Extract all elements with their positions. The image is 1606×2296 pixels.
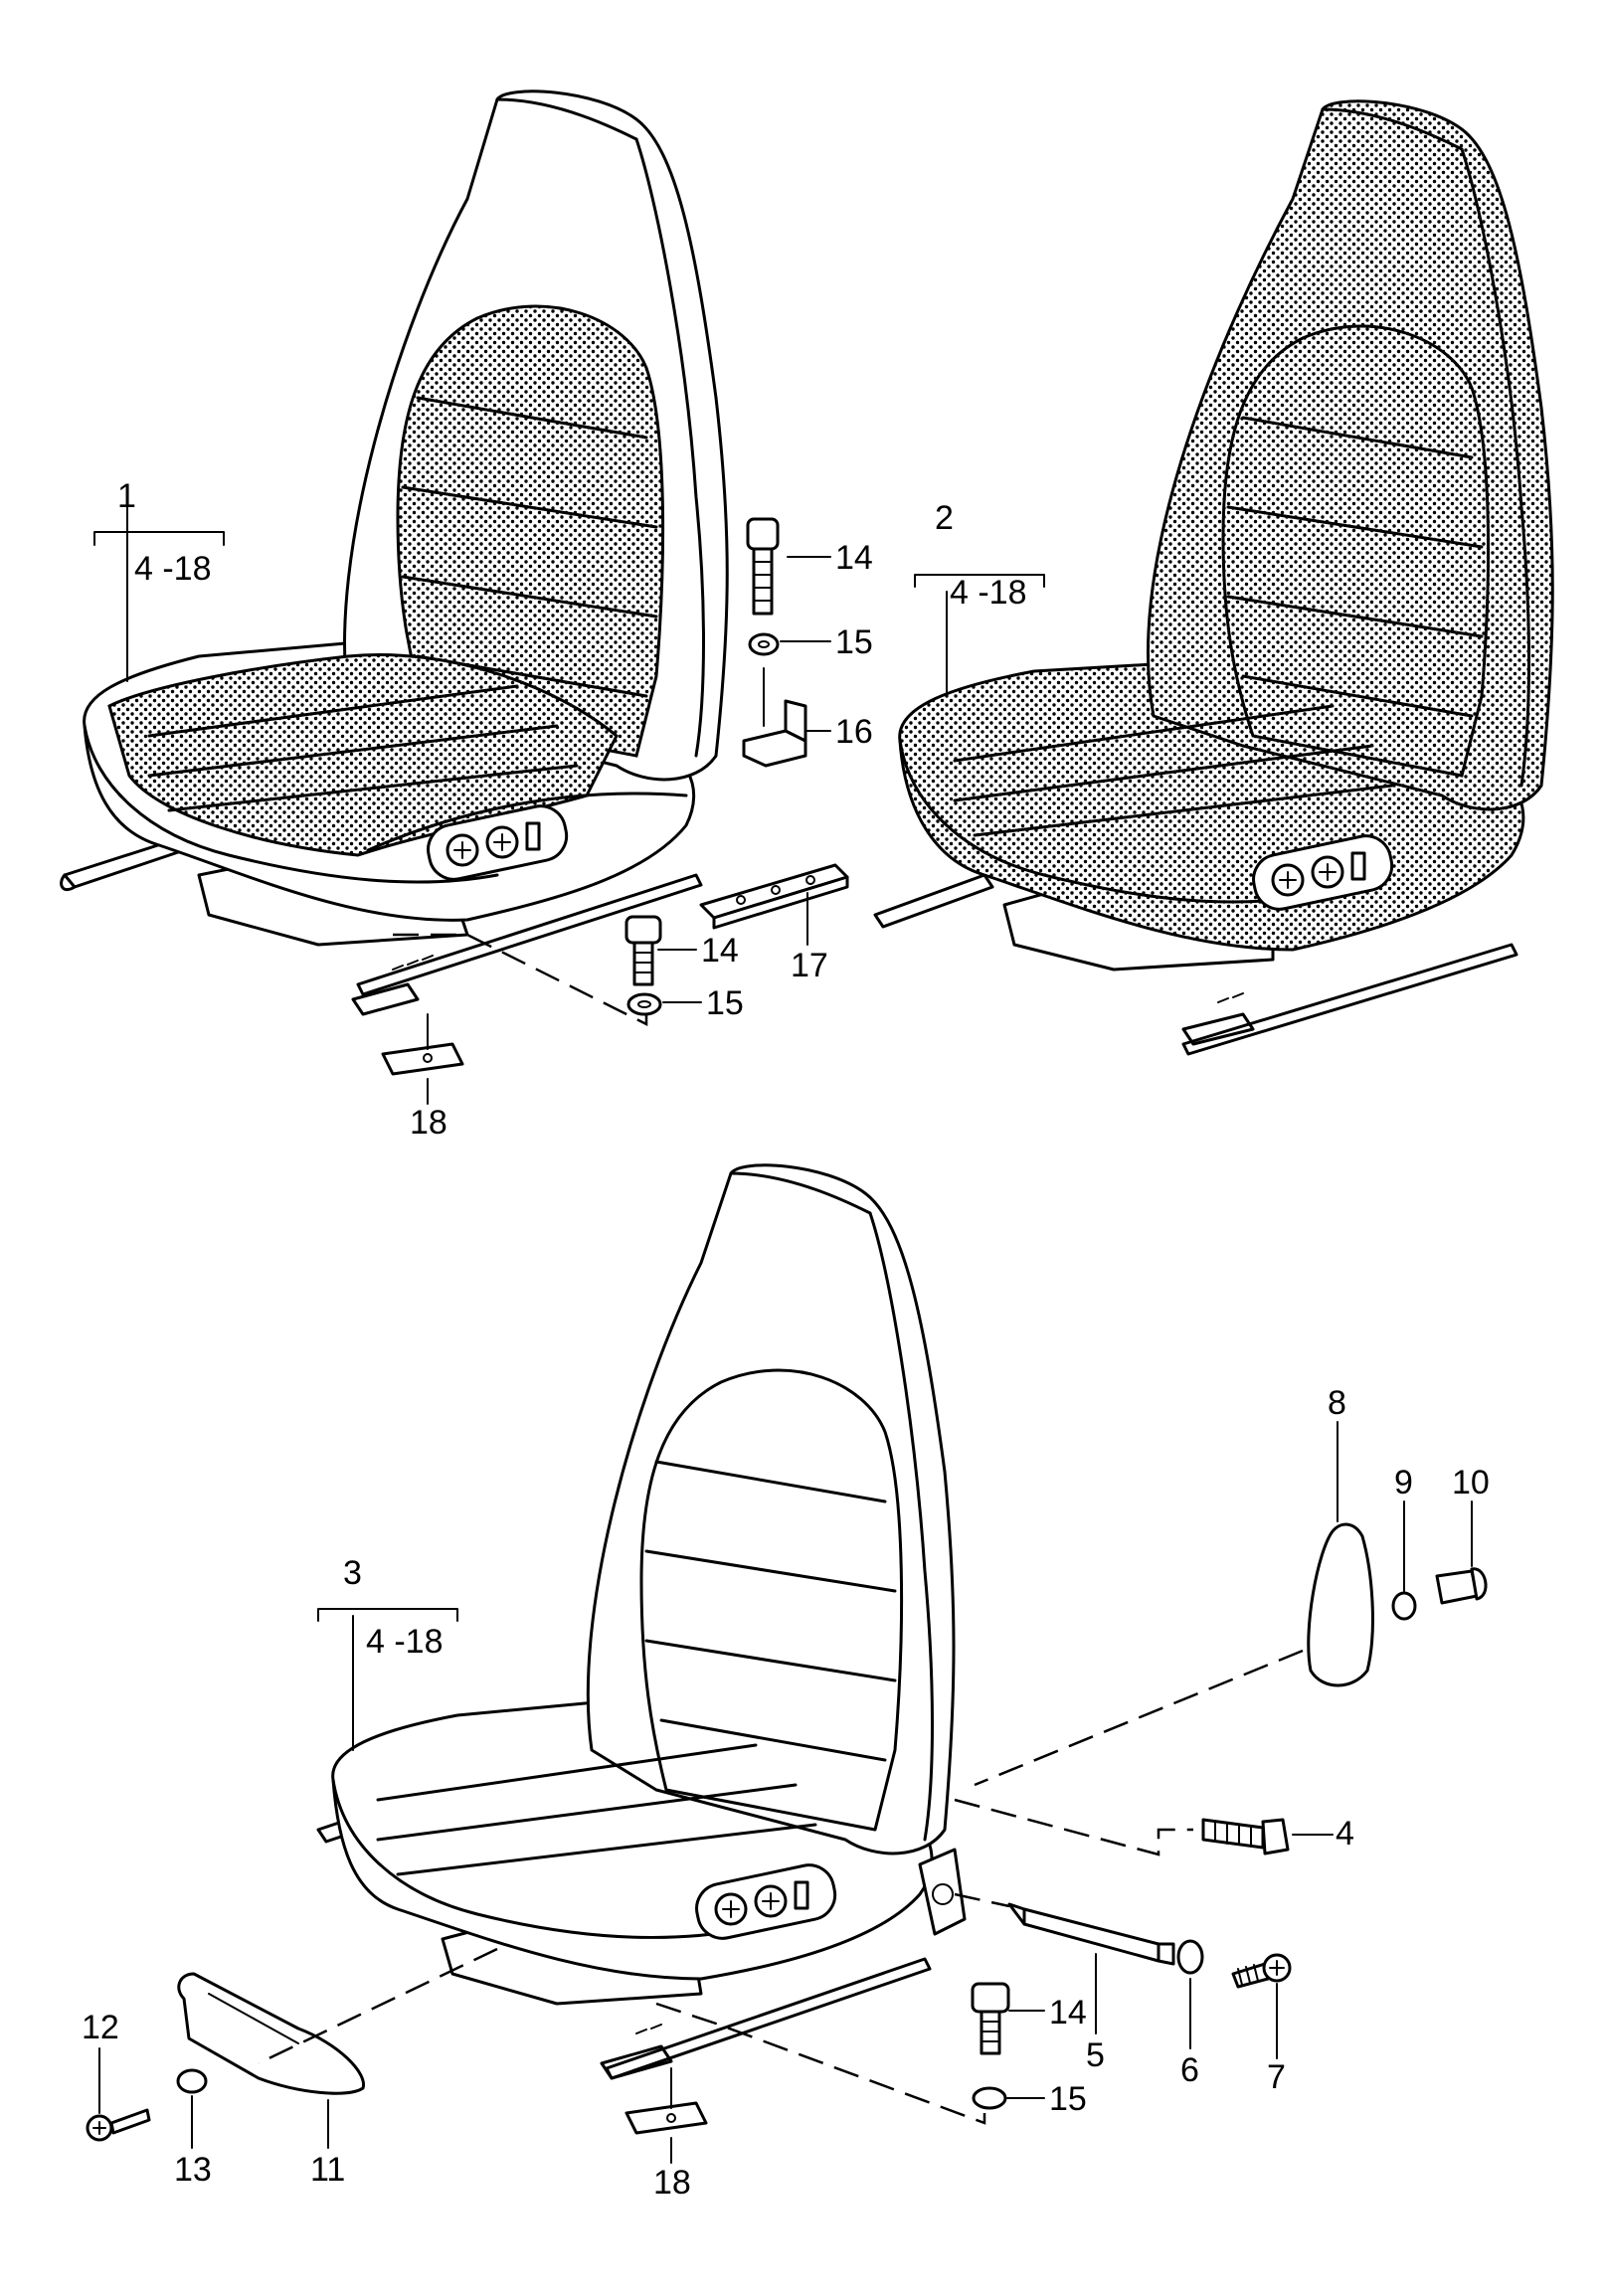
- label-3: 3: [343, 1554, 362, 1592]
- bolt-14a: [746, 517, 831, 616]
- plate-18a: [381, 1013, 464, 1105]
- label-15-mid: 15: [706, 984, 744, 1022]
- label-14-bot: 14: [1049, 1994, 1087, 2031]
- label-1: 1: [117, 477, 136, 515]
- callout-labels: 1 4 -18 2 4 -18 3 4 -18 14 15 16 14 15 1…: [82, 477, 1490, 2202]
- bolt-14b: [625, 915, 697, 986]
- bolt-14c: [971, 1982, 1045, 2055]
- label-10: 10: [1452, 1464, 1490, 1501]
- washer-15c: [972, 2086, 1007, 2110]
- label-range-3: 4 -18: [366, 1623, 444, 1661]
- label-range-1: 4 -18: [134, 550, 212, 588]
- label-17: 17: [791, 947, 828, 984]
- hardware-bottom: [86, 1421, 1488, 2164]
- label-range-2: 4 -18: [950, 574, 1027, 612]
- label-5: 5: [1086, 2036, 1105, 2074]
- washer-15b: [626, 992, 662, 1016]
- bolt-4: [1201, 1818, 1334, 1855]
- seat-1: [60, 89, 729, 1016]
- label-12: 12: [82, 2009, 119, 2046]
- label-15-bot: 15: [1049, 2080, 1087, 2118]
- washer-15a: [748, 632, 780, 656]
- seat-2-switch-panel: [1252, 834, 1394, 911]
- label-13: 13: [174, 2151, 212, 2189]
- washer-9: [1391, 1591, 1417, 1621]
- label-18-bot: 18: [653, 2164, 691, 2202]
- handle-11: [177, 1972, 366, 2149]
- washer-6: [1176, 1939, 1204, 1975]
- screw-12: [86, 2047, 151, 2142]
- label-4: 4: [1336, 1815, 1354, 1853]
- label-14-top: 14: [835, 539, 873, 577]
- cover-8: [1307, 1421, 1374, 1687]
- label-18-top: 18: [410, 1104, 447, 1142]
- label-8: 8: [1328, 1384, 1346, 1422]
- seat-3-switch-panel: [695, 1863, 837, 1940]
- label-7: 7: [1267, 2058, 1286, 2096]
- screw-7: [1231, 1953, 1292, 2059]
- seat-3: [316, 1163, 967, 2080]
- label-14-mid: 14: [701, 932, 739, 970]
- label-11: 11: [310, 2151, 345, 2189]
- hardware-top-left: [381, 517, 849, 1105]
- seat-1-switch-panel: [427, 804, 569, 881]
- pin-5: [954, 1892, 1175, 2034]
- seat-2: [873, 99, 1554, 1056]
- label-15-top: 15: [835, 623, 873, 661]
- screw-10: [1435, 1501, 1488, 1605]
- label-9: 9: [1394, 1464, 1413, 1501]
- label-2: 2: [935, 499, 954, 537]
- plate-17: [699, 863, 849, 946]
- plate-18b: [625, 2067, 708, 2164]
- label-6: 6: [1180, 2051, 1199, 2089]
- clip-16: [742, 667, 831, 768]
- washer-13: [176, 2068, 208, 2094]
- label-16: 16: [835, 713, 873, 751]
